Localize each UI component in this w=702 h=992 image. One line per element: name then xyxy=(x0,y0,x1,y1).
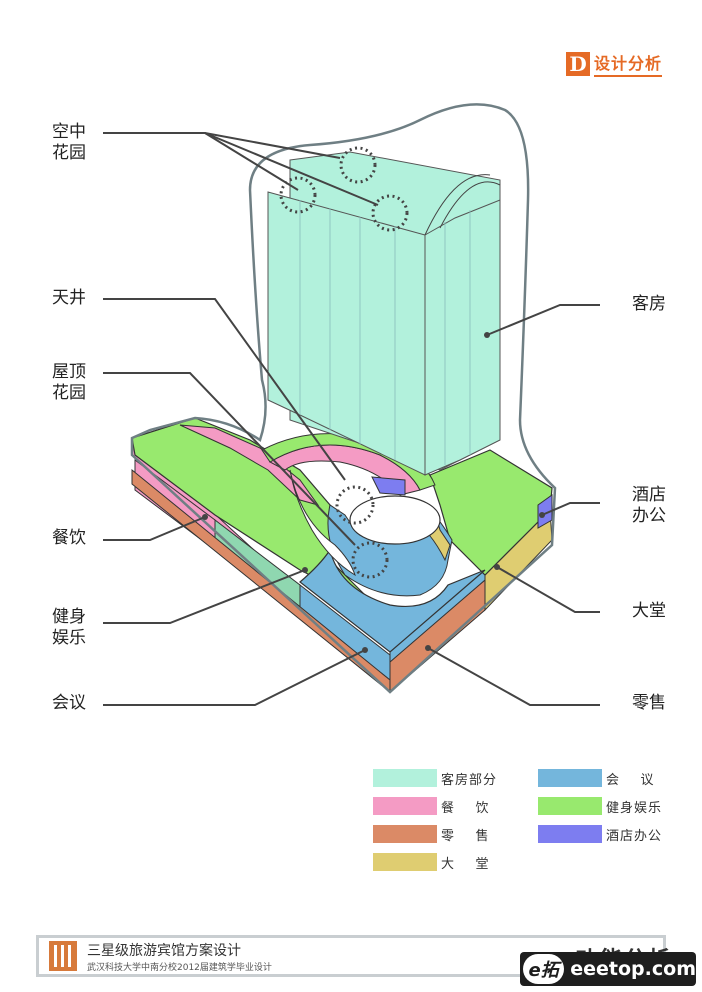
leader-roof-garden xyxy=(103,372,356,546)
legend-label: 会 议 xyxy=(606,772,655,788)
podium-roof-right xyxy=(429,449,553,576)
legend-swatch xyxy=(373,825,437,843)
leader-hotel-office xyxy=(541,502,600,516)
callout-roof-garden: 屋顶 花园 xyxy=(52,362,86,403)
watermark-logo-icon: e拓 xyxy=(523,954,565,984)
callout-sky-garden: 空中 花园 xyxy=(52,122,86,163)
watermark: e拓 eeetop.com xyxy=(520,952,696,986)
leader-lines xyxy=(103,132,600,706)
atrium-office-strip xyxy=(371,476,406,496)
sky-garden-circle-3 xyxy=(371,194,409,232)
legend-label: 零 售 xyxy=(441,828,490,844)
legend-item: 餐 饮 xyxy=(373,796,490,816)
legend-swatch xyxy=(538,797,602,815)
legend-item: 客房部分 xyxy=(373,768,497,788)
tower-front xyxy=(267,191,426,476)
legend-item: 大 堂 xyxy=(373,852,490,872)
footer-banner: 三星级旅游宾馆方案设计 武汉科技大学中南分校2012届建筑学毕业设计 xyxy=(36,935,666,977)
leader-retail xyxy=(427,647,600,706)
legend-swatch xyxy=(373,769,437,787)
legend-label: 餐 饮 xyxy=(441,800,490,816)
building-envelope xyxy=(130,103,557,694)
roof-garden-slot xyxy=(289,469,356,577)
leader-guest-rooms xyxy=(486,304,600,336)
legend-label: 大 堂 xyxy=(441,856,490,872)
roof-garden-circle xyxy=(351,541,389,579)
callout-atrium: 天井 xyxy=(52,288,86,308)
leader-fitness xyxy=(103,569,306,624)
legend-label: 酒店办公 xyxy=(606,828,663,844)
leader-atrium xyxy=(103,298,346,481)
tower-curve xyxy=(439,181,501,229)
legend-item: 零 售 xyxy=(373,824,490,844)
callout-dining: 餐饮 xyxy=(52,528,86,548)
section-logo: D 设计分析 xyxy=(566,50,663,77)
hotel-office-strip xyxy=(537,494,553,529)
legend: 客房部分 会 议 餐 饮 健身娱乐 零 售 酒店办公 大 堂 xyxy=(370,765,670,875)
callout-hotel-office: 酒店 办公 xyxy=(632,485,666,526)
legend-swatch xyxy=(538,769,602,787)
callout-meeting: 会议 xyxy=(52,693,86,713)
sky-garden-circle-1 xyxy=(339,146,377,184)
project-title: 三星级旅游宾馆方案设计 xyxy=(87,943,241,959)
legend-label: 客房部分 xyxy=(441,772,498,788)
leader-lobby xyxy=(496,566,600,613)
legend-item: 酒店办公 xyxy=(538,824,662,844)
school-logo-icon xyxy=(49,941,77,971)
leader-meeting xyxy=(103,649,366,706)
callout-fitness: 健身 娱乐 xyxy=(52,607,86,648)
legend-item: 会 议 xyxy=(538,768,655,788)
dotted-garden-circles xyxy=(279,146,409,579)
legend-swatch xyxy=(373,797,437,815)
legend-swatch xyxy=(373,853,437,871)
legend-label: 健身娱乐 xyxy=(606,800,663,816)
tower-side xyxy=(424,199,501,476)
atrium-void xyxy=(349,495,441,545)
section-title: 设计分析 xyxy=(594,50,663,77)
podium-roof-meeting xyxy=(299,548,486,653)
legend-item: 健身娱乐 xyxy=(538,796,662,816)
project-subtitle: 武汉科技大学中南分校2012届建筑学毕业设计 xyxy=(87,963,272,973)
logo-d-icon: D xyxy=(566,51,590,76)
legend-swatch xyxy=(538,825,602,843)
leader-dining xyxy=(103,516,206,541)
callout-guest-rooms: 客房 xyxy=(632,294,666,314)
watermark-text: eeetop.com xyxy=(570,958,696,980)
atrium-circle xyxy=(335,485,375,525)
callout-lobby: 大堂 xyxy=(632,601,666,621)
tower-curve-2 xyxy=(424,174,491,236)
sky-garden-circle-2 xyxy=(279,176,317,214)
callout-retail: 零售 xyxy=(632,693,666,713)
